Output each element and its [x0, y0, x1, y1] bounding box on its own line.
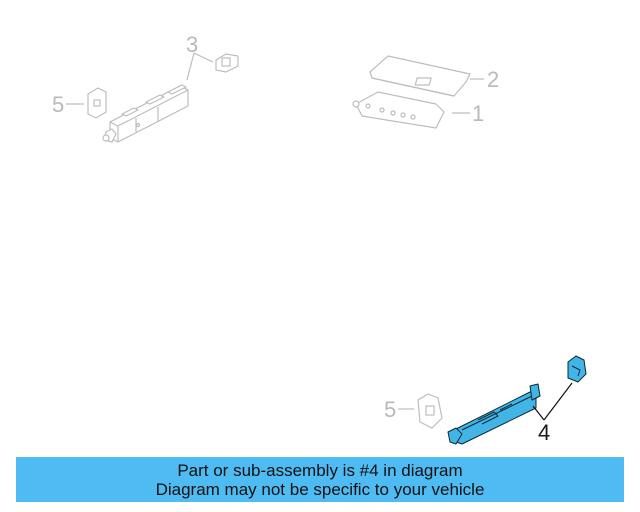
clip-part-3-faded: [215, 53, 239, 73]
callout-5-top: 5: [52, 92, 65, 117]
banner-line-part-number: Part or sub-assembly is #4 in diagram: [177, 460, 463, 480]
highlighted-part-4: [447, 383, 541, 445]
callout-3: 3: [186, 32, 199, 57]
callout-1: 1: [472, 101, 485, 126]
bracket-part-5-faded-top: [87, 87, 107, 119]
leader-lines-faded: [66, 52, 484, 410]
cover-part-2-faded: [369, 55, 471, 97]
bracket-part-5-faded-bottom: [417, 393, 443, 429]
callout-2: 2: [487, 67, 500, 92]
banner-line-disclaimer: Diagram may not be specific to your vehi…: [155, 479, 485, 499]
highlighted-clip-part-4: [567, 355, 587, 383]
info-banner: Part or sub-assembly is #4 in diagram Di…: [16, 457, 624, 502]
callout-4: 4: [538, 420, 551, 445]
antenna-module-part-3-faded: [102, 84, 189, 143]
callout-5-bottom: 5: [384, 397, 397, 422]
leader-lines-part-4: [532, 382, 573, 421]
module-part-1-faded: [352, 91, 445, 129]
